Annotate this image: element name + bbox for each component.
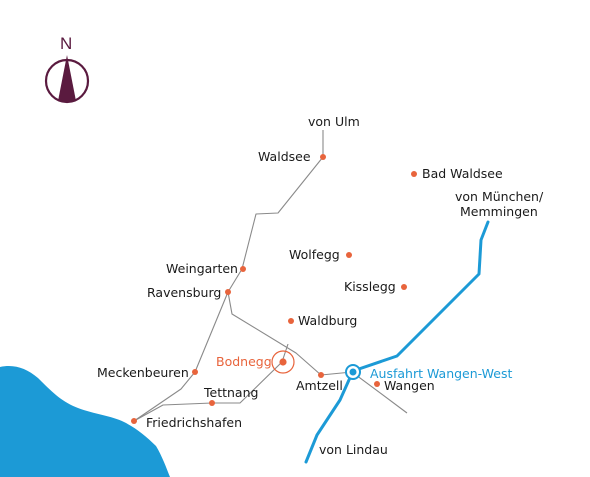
label-meckenbeuren: Meckenbeuren [97,365,189,380]
town-dot-weingarten [240,266,246,272]
label-bodnegg: Bodnegg [216,354,272,369]
autobahn-a96 [304,220,490,464]
label-wolfegg: Wolfegg [289,247,340,262]
road-ulm-ravensburg [227,130,324,293]
exit-marker-wangen-west [345,364,361,380]
town-dot-kisslegg [401,284,407,290]
label-ravensburg: Ravensburg [147,285,221,300]
town-dot-bad-waldsee [411,171,417,177]
town-dot-wolfegg [346,252,352,258]
town-dot-wangen [374,381,380,387]
town-markers [131,154,417,424]
label-wangen: Wangen [384,378,435,393]
label-waldburg: Waldburg [298,313,357,328]
road-ravensburg-friedrichshafen [133,291,229,422]
compass-rose: N [44,34,90,104]
label-von-lindau: von Lindau [319,442,388,457]
place-labels: von Ulm Waldsee Bad Waldsee von München/… [97,114,544,457]
town-dot-meckenbeuren [192,369,198,375]
label-von-ulm: von Ulm [308,114,360,129]
town-dot-ravensburg [225,289,231,295]
label-memmingen: Memmingen [460,204,538,219]
label-bad-waldsee: Bad Waldsee [422,166,503,181]
label-kisslegg: Kisslegg [344,279,396,294]
lake-constance [0,366,170,477]
road-ravensburg-amtzell [227,291,322,376]
label-ausfahrt-wangen-west: Ausfahrt Wangen-West [370,366,513,381]
label-weingarten: Weingarten [166,261,238,276]
town-dot-waldburg [288,318,294,324]
bodnegg-marker [271,350,295,374]
town-dot-tettnang [209,400,215,406]
town-dot-waldsee [320,154,326,160]
compass-north-label: N [60,34,72,53]
compass-needle-icon [58,55,76,101]
town-dot-amtzell [318,372,324,378]
label-amtzell: Amtzell [296,378,343,393]
label-waldsee: Waldsee [258,149,311,164]
label-friedrichshafen: Friedrichshafen [146,415,242,430]
label-tettnang: Tettnang [203,385,258,400]
label-von-muenchen: von München/ [455,189,544,204]
town-dot-friedrichshafen [131,418,137,424]
